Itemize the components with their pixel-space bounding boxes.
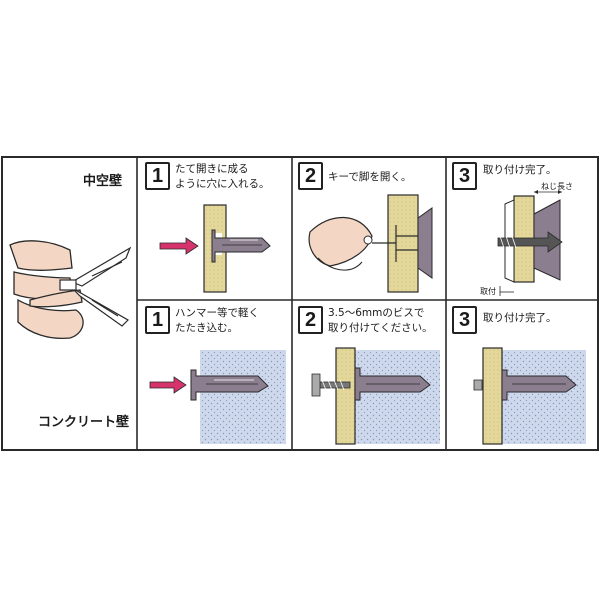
grid-lines <box>1 156 599 451</box>
toggle-anchor-left <box>59 246 132 327</box>
step-number-concrete-2: 2 <box>298 306 323 334</box>
illustration-concrete-step2 <box>311 347 440 445</box>
hollow-wall-label: 中空壁 <box>83 174 123 189</box>
concrete-wall-label: コンクリート壁 <box>38 415 130 430</box>
illustration-hollow-step2 <box>308 194 433 293</box>
step-number-hollow-3: 3 <box>452 162 477 190</box>
step-number-concrete-1: 1 <box>145 306 170 334</box>
illustration-hollow-step3 <box>497 190 563 296</box>
step-text-concrete-1a: ハンマー等で軽く <box>175 307 259 319</box>
hand-pinch-illustration <box>9 240 84 340</box>
step-text-hollow-1b: ように穴に入れる。 <box>175 178 270 190</box>
step-number-concrete-3: 3 <box>452 306 477 334</box>
illustration-concrete-step1 <box>149 350 286 444</box>
step-text-hollow-1a: たて開きに成る <box>175 163 249 175</box>
step-number-hollow-2: 2 <box>298 162 323 190</box>
step-text-concrete-2a: 3.5〜6mmのビスで <box>328 307 425 319</box>
illustration-concrete-step3 <box>473 347 586 445</box>
step-text-concrete-1b: たたき込む。 <box>175 322 238 334</box>
step-text-concrete-2b: 取り付けてください。 <box>328 322 433 334</box>
mounting-annotation: 取付 <box>480 287 496 296</box>
step-text-hollow-2: キーで脚を開く。 <box>328 171 412 183</box>
step-text-hollow-3: 取り付け完了。 <box>483 164 557 176</box>
arrow-hammer-icon <box>149 376 187 394</box>
step-text-concrete-3: 取り付け完了。 <box>483 312 557 324</box>
illustration-hollow-step1 <box>159 204 271 293</box>
screw-length-annotation: ねじ長さ <box>541 182 573 191</box>
arrow-insert-icon <box>159 237 199 255</box>
step-number-hollow-1: 1 <box>145 162 170 190</box>
